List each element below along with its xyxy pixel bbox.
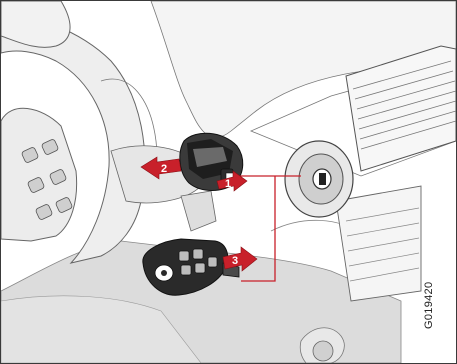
- arrow-2-label: 2: [161, 163, 167, 175]
- arrow-1-label: 1: [225, 178, 231, 190]
- ignition-slot-icon: [285, 141, 353, 217]
- center-console: [336, 186, 421, 301]
- steering-wheel-icon: [1, 1, 157, 263]
- figure-reference-id: G019420: [423, 255, 447, 355]
- arrow-3-label: 3: [232, 255, 238, 267]
